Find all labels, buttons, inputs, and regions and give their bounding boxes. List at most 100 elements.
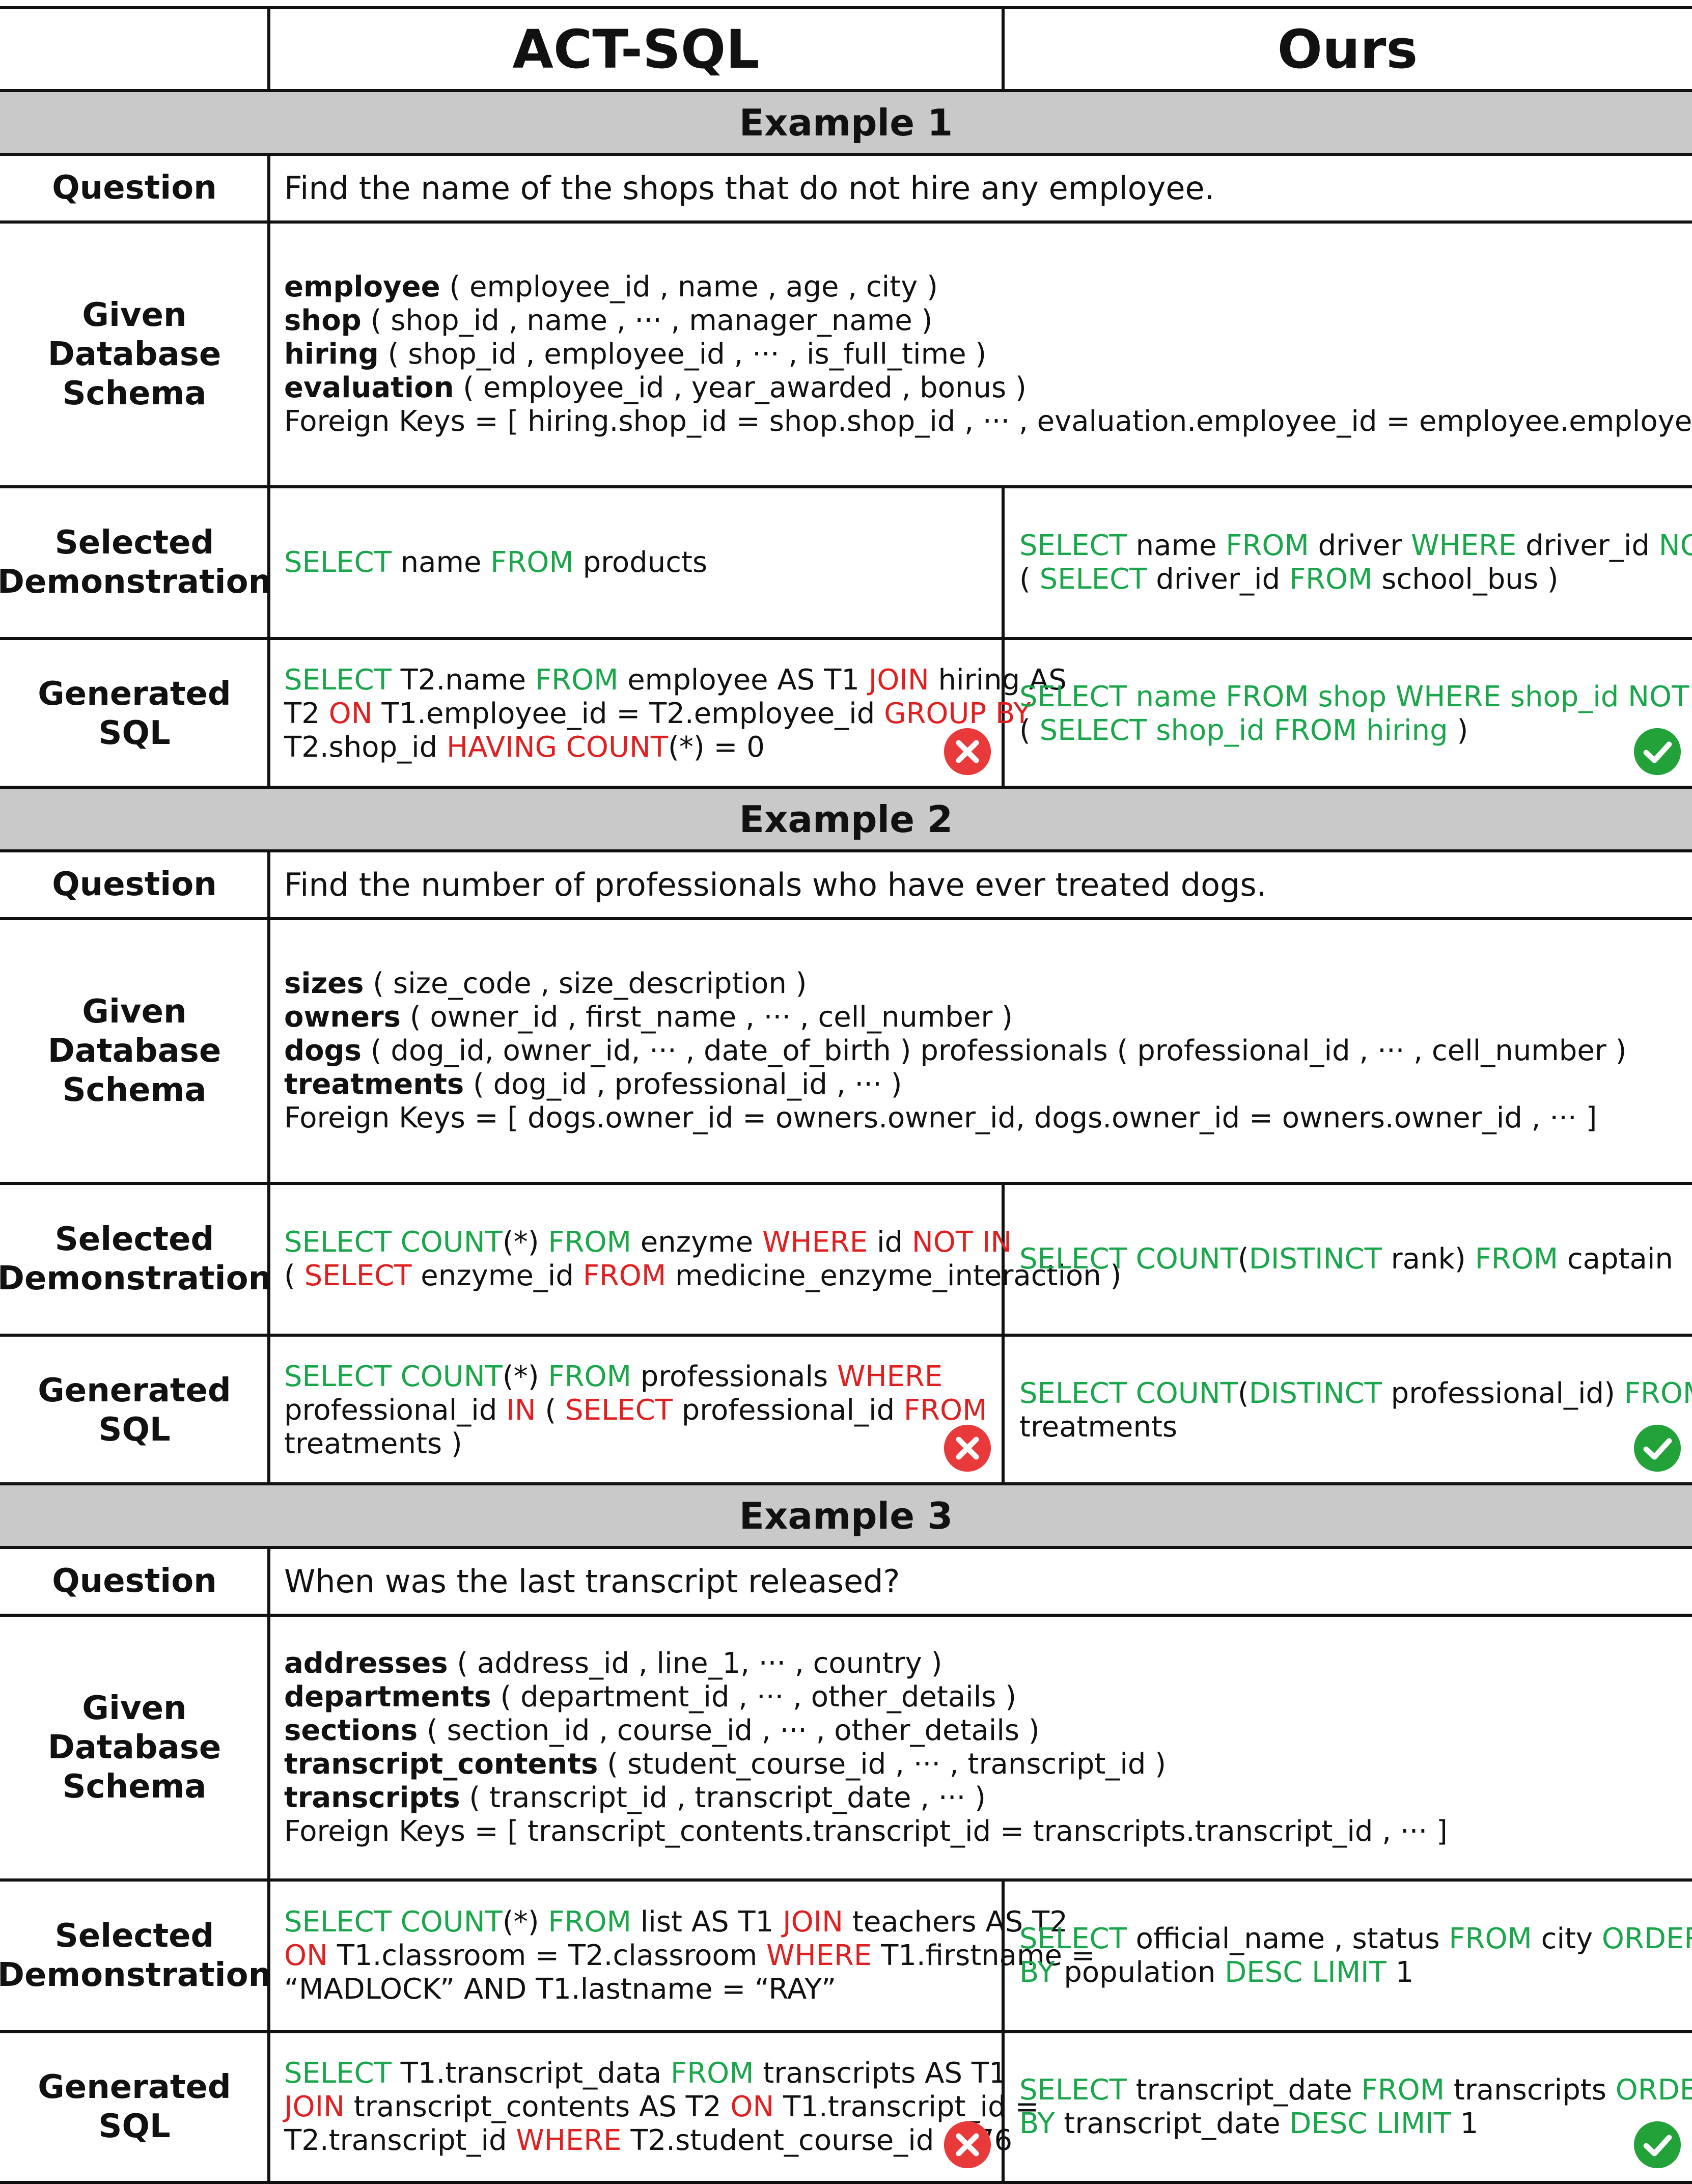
label-line: Demonstration [0, 1956, 272, 1994]
error-keyword: IN [506, 1394, 536, 1427]
example-title: Example 3 [739, 1494, 953, 1537]
row-divider [0, 2030, 1692, 2033]
row-divider [0, 1482, 1692, 1485]
example-title: Example 2 [739, 797, 953, 841]
text-line: treatments ( dog_id , professional_id , … [284, 1068, 1687, 1101]
row-divider [0, 1334, 1692, 1337]
label-line: Question [52, 866, 217, 903]
text-line: departments ( department_id , ··· , othe… [284, 1680, 1687, 1714]
text-span: ( size_code , size_description ) [364, 967, 807, 1000]
sql-keyword: DISTINCT [1249, 1242, 1382, 1276]
text-span: official_name , status [1126, 1922, 1449, 1955]
error-keyword: WHERE [766, 1939, 872, 1972]
text-span: list AS T1 [631, 1905, 783, 1939]
row-divider [0, 485, 1692, 488]
x-circle-icon [944, 2121, 991, 2169]
text-span: ) [1448, 714, 1468, 747]
act-sql-generated: SELECT T2.name FROM employee AS T1 JOIN … [284, 639, 1067, 789]
row-divider [0, 1614, 1692, 1617]
error-keyword: HAVING COUNT [447, 731, 669, 764]
act-sql-generated: SELECT T1.transcript_data FROM transcrip… [284, 2032, 1039, 2182]
column-divider [267, 154, 270, 789]
row-divider [0, 6, 1692, 9]
text-line: SELECT transcript_date FROM transcripts … [1019, 2074, 1692, 2107]
example-band [0, 91, 1692, 154]
error-keyword: ON [730, 2090, 774, 2123]
text-span: 1 [1451, 2107, 1479, 2140]
sql-keyword: SELECT [284, 546, 392, 579]
text-span: transcript_date [1126, 2074, 1362, 2107]
row-divider [0, 89, 1692, 92]
text-line: Foreign Keys = [ hiring.shop_id = shop.s… [284, 405, 1692, 438]
sql-keyword: FROM [1449, 1922, 1532, 1955]
text-span: ( address_id , line_1, ··· , country ) [448, 1647, 942, 1680]
text-span: treatments [1019, 1411, 1178, 1444]
label-line: Question [52, 1562, 217, 1600]
ours-generated: SELECT COUNT(DISTINCT professional_id) F… [1019, 1335, 1692, 1486]
text-line: SELECT T1.transcript_data FROM transcrip… [284, 2057, 1007, 2090]
text-span: driver [1309, 529, 1411, 562]
text-span: ( owner_id , first_name , ··· , cell_num… [401, 1001, 1013, 1034]
schema-text: employee ( employee_id , name , age , ci… [284, 222, 1692, 487]
sql-keyword: SELECT COUNT [1019, 1377, 1238, 1410]
sql-keyword: DESC LIMIT [1289, 2107, 1451, 2140]
table-name: evaluation [284, 371, 454, 404]
text-span: T1.firstname = [872, 1939, 1095, 1972]
sql-keyword: FROM [548, 1226, 631, 1259]
header-ours: Ours [1277, 18, 1418, 80]
act-sql-demonstration: SELECT COUNT(*) FROM enzyme WHERE id NOT… [284, 1183, 1121, 1335]
label-line: Given [82, 296, 187, 334]
error-keyword: WHERE [516, 2124, 622, 2157]
text-span: (*) [502, 1226, 548, 1259]
column-divider [1002, 8, 1005, 91]
sql-keyword: SELECT [284, 2057, 392, 2090]
column-divider [1002, 1880, 1005, 2182]
label-line: Generated SQL [38, 675, 231, 752]
error-keyword: FROM [903, 1394, 987, 1427]
x-circle-icon [944, 1424, 991, 1472]
example-title: Example 1 [739, 101, 953, 144]
label-line: Schema [62, 1767, 207, 1806]
text-span: city [1532, 1922, 1602, 1955]
text-span: population [1055, 1956, 1225, 1989]
sql-keyword: FROM [490, 546, 574, 579]
text-span: ( department_id , ··· , other_details ) [491, 1680, 1017, 1713]
text-line: BY population DESC LIMIT 1 [1019, 1956, 1688, 1989]
sql-keyword: DISTINCT [1249, 1377, 1382, 1410]
text-line: Foreign Keys = [ transcript_contents.tra… [284, 1815, 1687, 1848]
x-circle-icon [944, 728, 991, 776]
text-span: ( [284, 1259, 304, 1292]
text-span: enzyme_id [411, 1259, 583, 1292]
text-span: ( dog_id, owner_id, ··· , date_of_birth … [361, 1034, 1627, 1067]
row-divider [0, 1182, 1692, 1185]
table-name: sections [284, 1714, 418, 1747]
label-line: Schema [62, 1071, 207, 1109]
sql-keyword: SELECT [1019, 529, 1127, 562]
text-span: ( [1019, 714, 1040, 747]
sql-keyword: FROM [1226, 529, 1309, 562]
error-keyword: JOIN [868, 664, 929, 697]
example-band [0, 1484, 1692, 1547]
row-divider [0, 153, 1692, 156]
label-line: Schema [62, 374, 207, 412]
generated-sql-label: Generated SQL [0, 639, 269, 789]
sql-keyword: FROM [1624, 1377, 1692, 1410]
text-line: treatments ) [284, 1427, 947, 1461]
text-span: rank) [1381, 1242, 1475, 1276]
text-line: SELECT COUNT(*) FROM professionals WHERE [284, 1360, 947, 1394]
text-span: ( [536, 1394, 566, 1427]
text-span: T2 [284, 697, 329, 730]
sql-keyword: SELECT shop_id FROM hiring [1039, 714, 1448, 747]
text-span: professional_id) [1381, 1377, 1624, 1410]
table-name: shop [284, 304, 362, 337]
text-span: ( employee_id , year_awarded , bonus ) [454, 371, 1027, 404]
text-span: ( student_course_id , ··· , transcript_i… [598, 1748, 1167, 1781]
text-line: T2.shop_id HAVING COUNT(*) = 0 [284, 731, 947, 764]
sql-keyword: WHERE [1411, 529, 1517, 562]
ours-generated: SELECT transcript_date FROM transcripts … [1019, 2032, 1692, 2182]
text-line: hiring ( shop_id , employee_id , ··· , i… [284, 338, 1687, 371]
schema-text: addresses ( address_id , line_1, ··· , c… [284, 1615, 1687, 1880]
